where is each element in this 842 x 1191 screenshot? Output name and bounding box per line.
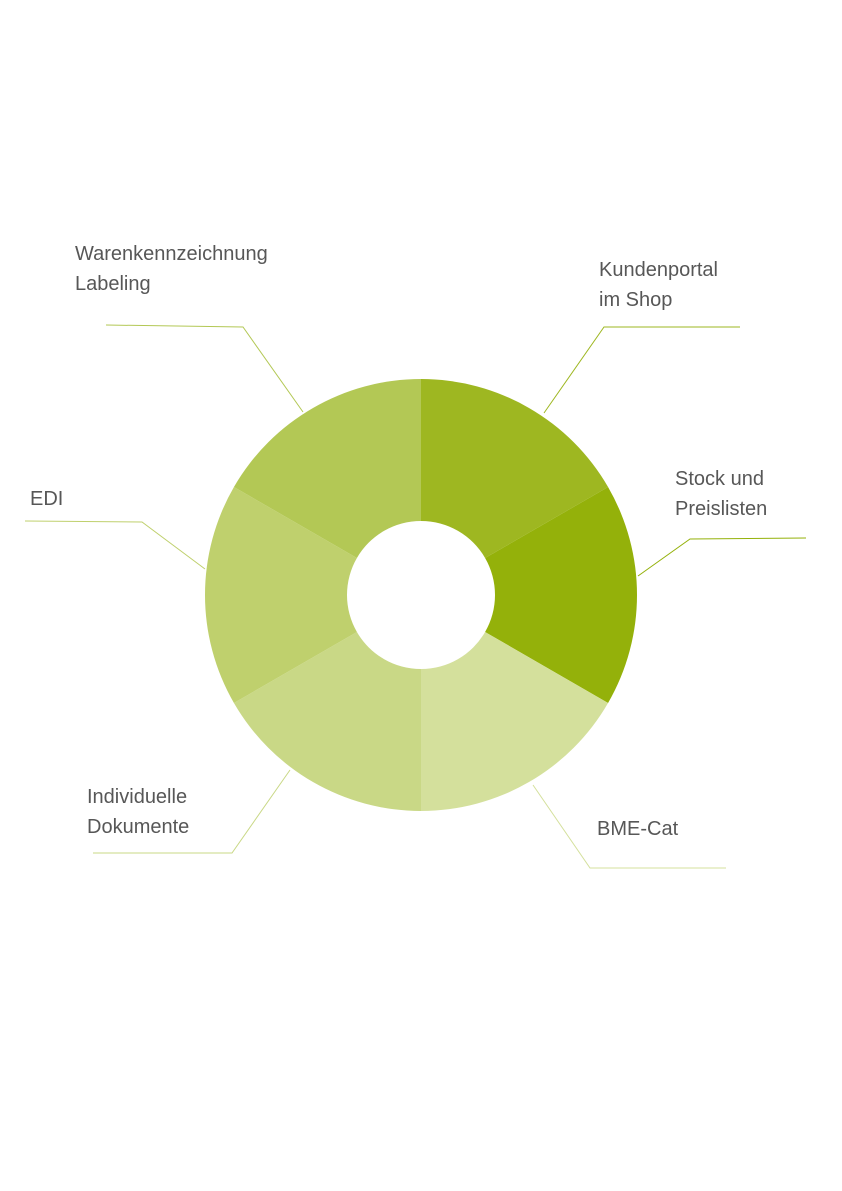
label-stock-preislisten: Stock und Preislisten <box>675 464 767 524</box>
label-line: Dokumente <box>87 816 190 838</box>
leader-line <box>637 537 807 577</box>
label-line: EDI <box>30 488 64 510</box>
label-line: Warenkennzeichnung <box>75 243 268 265</box>
label-bme-cat: BME-Cat <box>597 814 678 844</box>
label-line: im Shop <box>599 289 673 311</box>
label-individuelle-dokumente: Individuelle Dokumente <box>87 782 189 842</box>
leader-line <box>532 784 726 869</box>
donut-slice <box>421 379 609 558</box>
label-line: Labeling <box>75 273 151 295</box>
label-line: Individuelle <box>87 786 188 808</box>
label-warenkennzeichnung: Warenkennzeichnung Labeling <box>75 239 268 299</box>
donut-slice <box>485 487 637 703</box>
label-edi: EDI <box>30 484 63 514</box>
leader-line <box>543 326 740 414</box>
leader-line <box>93 769 291 854</box>
label-line: Stock und <box>675 468 764 490</box>
label-kundenportal: Kundenportal im Shop <box>599 255 718 315</box>
donut-slice <box>233 632 421 811</box>
donut-slice <box>421 632 609 811</box>
label-line: Kundenportal <box>599 259 718 281</box>
donut-slice <box>233 379 421 558</box>
leader-line <box>105 324 304 413</box>
label-line: BME-Cat <box>597 818 679 840</box>
label-line: Preislisten <box>675 498 768 520</box>
donut-slice <box>205 487 357 703</box>
leader-line <box>24 520 206 570</box>
